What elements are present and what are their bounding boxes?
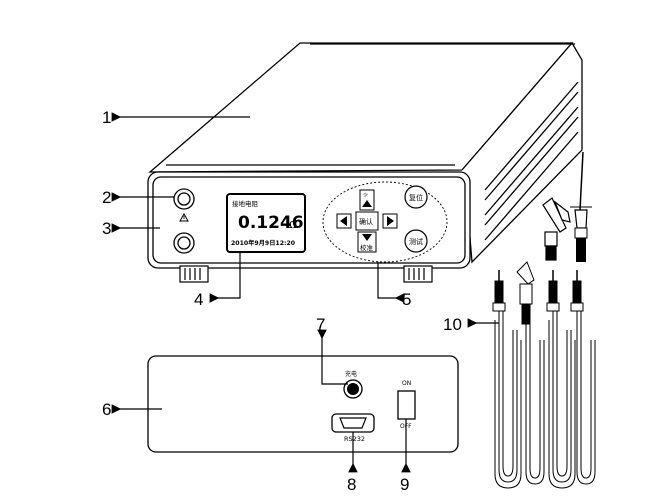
leader-4 [209, 252, 241, 303]
lcd-title: 接地电阻 [232, 199, 259, 208]
left-key[interactable] [336, 213, 352, 229]
calibrate-label: 校准 [360, 243, 374, 252]
calibrate-key[interactable]: 校准 [357, 231, 377, 253]
callout-numbers: 1 2 3 4 5 6 7 8 9 10 [102, 108, 462, 494]
test-label: 测试 [409, 237, 423, 246]
rs232-label: RS232 [344, 435, 365, 443]
lcd-datetime: 2010年9月9日12:20 [231, 239, 296, 247]
instrument-feet [179, 265, 433, 283]
callout-7: 7 [316, 315, 325, 334]
up-key[interactable]: ☼ [359, 189, 375, 211]
switch-on-label: ON [402, 380, 411, 387]
right-key[interactable] [382, 213, 398, 229]
callout-3: 3 [102, 219, 111, 238]
rs232-port: RS232 [331, 413, 375, 443]
callout-4: 4 [194, 290, 203, 309]
test-key[interactable]: 测试 [404, 229, 428, 253]
callout-8: 8 [347, 475, 356, 494]
confirm-key[interactable]: 确认 [355, 211, 379, 231]
callout-5: 5 [402, 290, 411, 309]
reset-label: 复位 [409, 193, 423, 202]
rear-panel: 充电 RS232 ON OFF [147, 355, 459, 453]
callout-9: 9 [400, 475, 409, 494]
callout-6: 6 [102, 400, 111, 419]
lcd-value: 0.1246 [238, 213, 304, 233]
callout-2: 2 [102, 188, 111, 207]
test-probe [570, 151, 592, 262]
test-leads [492, 261, 596, 489]
output-socket-top [173, 188, 195, 210]
confirm-label: 确认 [359, 217, 373, 226]
lcd-screen: 接地电阻 0.1246 Ω 2010年9月9日12:20 [226, 193, 306, 253]
leader-7 [317, 329, 348, 385]
callout-lines [111, 112, 499, 473]
reset-key[interactable]: 复位 [404, 185, 428, 209]
charge-label: 充电 [345, 370, 357, 378]
callout-1: 1 [102, 108, 111, 127]
output-socket-bottom [173, 232, 195, 254]
keypad: ☼ 确认 校准 复位 测试 [322, 181, 448, 263]
leader-5 [377, 262, 405, 303]
callout-10: 10 [443, 315, 462, 334]
warning-icon [179, 212, 189, 222]
lcd-unit: Ω [289, 220, 297, 231]
alligator-clip [542, 197, 571, 261]
charge-socket: 充电 [343, 370, 363, 399]
sun-icon: ☼ [363, 192, 369, 199]
